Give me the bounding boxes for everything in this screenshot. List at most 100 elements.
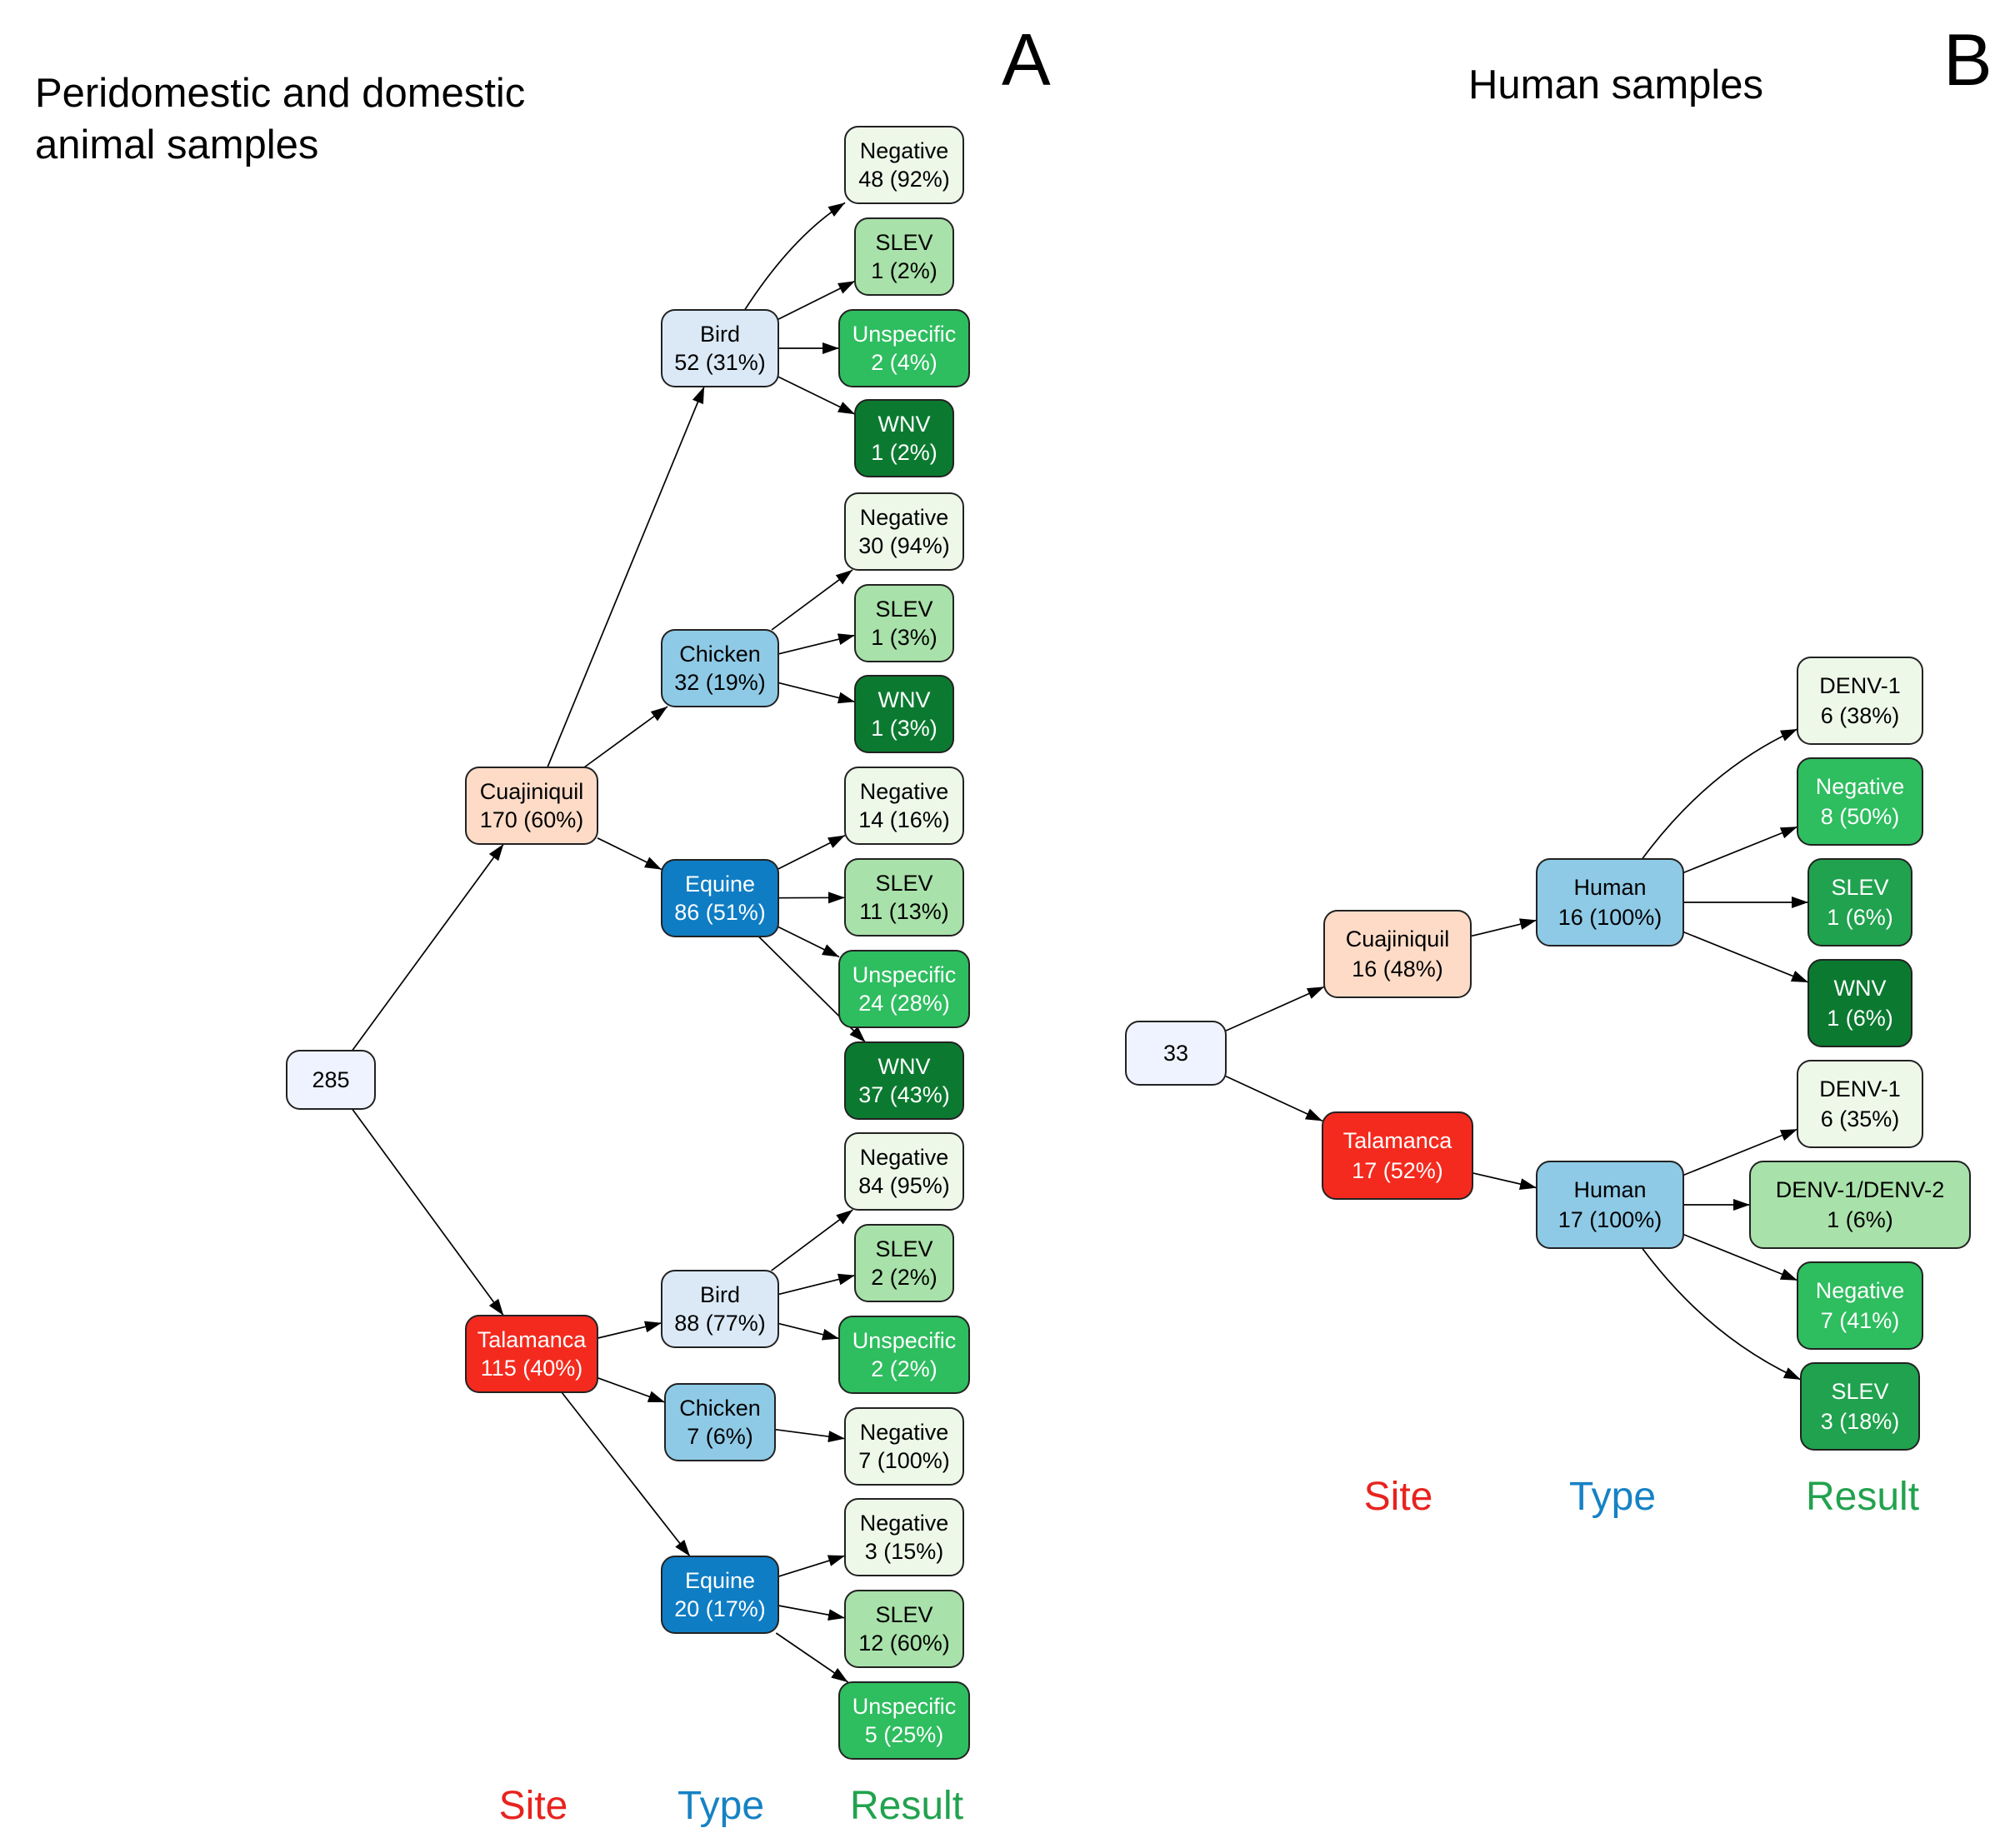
node-box-a-te-neg: [844, 1498, 964, 1576]
node-label-a-c-bird-1: 52 (31%): [674, 350, 766, 375]
node-box-a-tb-slev: [854, 1224, 954, 1302]
node-label-a-tb-unsp-1: 2 (2%): [871, 1356, 938, 1381]
panel-b-legend: Site Type Result: [1364, 1475, 1919, 1519]
node-label-b-cuaj-1: 16 (48%): [1352, 956, 1443, 981]
node-box-b-c-wnv: [1808, 959, 1912, 1047]
edge-a-t-bird-to-a-tb-slev: [778, 1273, 856, 1296]
node-label-a-ce-unsp-0: Unspecific: [852, 962, 957, 987]
node-label-a-te-unsp-1: 5 (25%): [865, 1722, 944, 1747]
edge-a-c-bird-to-a-cb-neg: [743, 202, 846, 311]
node-label-a-c-equine-0: Equine: [685, 872, 755, 897]
edge-b-root-to-b-tala: [1225, 1075, 1323, 1122]
node-label-a-t-chicken-1: 7 (6%): [687, 1424, 753, 1449]
node-label-b-c-human-0: Human: [1573, 875, 1646, 900]
node-a-ce-slev: SLEV 11 (13%): [844, 858, 964, 936]
node-label-a-ce-slev-1: 11 (13%): [859, 899, 949, 924]
node-label-a-cc-wnv-1: 1 (3%): [871, 716, 938, 741]
node-label-a-cc-slev-0: SLEV: [875, 597, 932, 622]
node-box-a-ce-neg: [844, 767, 964, 845]
node-box-b-c-human: [1536, 858, 1684, 946]
node-box-b-c-denv1: [1797, 657, 1923, 745]
node-a-tala: Talamanca 115 (40%): [465, 1315, 598, 1393]
edge-a-c-bird-to-a-cb-slev: [778, 280, 856, 320]
node-label-b-c-slev-1: 1 (6%): [1827, 905, 1893, 930]
node-label-a-ce-slev-0: SLEV: [875, 871, 932, 896]
node-label-a-cuaj-0: Cuajiniquil: [480, 779, 584, 804]
node-box-b-root: [1125, 1021, 1227, 1086]
edge-b-c-human-to-b-c-neg: [1682, 826, 1798, 874]
edge-b-t-human-to-b-t-denv1: [1682, 1128, 1798, 1176]
node-label-b-tala-1: 17 (52%): [1352, 1158, 1443, 1183]
node-label-b-c-neg-0: Negative: [1816, 774, 1905, 799]
node-label-a-cb-wnv-1: 1 (2%): [871, 440, 938, 465]
node-box-a-ce-slev: [844, 858, 964, 936]
edge-a-tala-to-a-t-equine: [561, 1391, 691, 1557]
node-box-b-t-denv12: [1749, 1161, 1971, 1249]
node-label-a-te-neg-0: Negative: [860, 1511, 949, 1536]
node-label-b-t-neg-1: 7 (41%): [1821, 1308, 1900, 1333]
node-box-a-tc-neg: [844, 1407, 964, 1486]
edge-a-cuaj-to-a-c-bird: [547, 386, 705, 768]
node-box-b-t-neg: [1797, 1261, 1923, 1350]
node-box-a-te-slev: [844, 1590, 964, 1668]
node-label-a-te-unsp-0: Unspecific: [852, 1694, 957, 1719]
node-label-a-tala-1: 115 (40%): [481, 1356, 583, 1381]
node-box-a-cb-neg: [844, 126, 964, 204]
panel-a-header: Peridomestic and domestic animal samples…: [35, 18, 1051, 167]
edge-a-t-bird-to-a-tb-neg: [771, 1209, 853, 1271]
node-label-a-cuaj-1: 170 (60%): [480, 807, 584, 832]
legend-b-site: Site: [1364, 1475, 1433, 1519]
node-label-a-cc-neg-0: Negative: [860, 505, 949, 530]
node-label-a-ce-wnv-1: 37 (43%): [858, 1082, 950, 1107]
node-label-b-c-wnv-0: WNV: [1834, 976, 1887, 1001]
node-label-a-te-slev-1: 12 (60%): [858, 1631, 950, 1656]
node-label-a-tala-0: Talamanca: [478, 1327, 588, 1352]
node-label-a-cb-slev-0: SLEV: [875, 230, 932, 255]
node-box-b-c-neg: [1797, 757, 1923, 846]
node-label-a-cc-neg-1: 30 (94%): [858, 533, 950, 558]
node-box-b-t-human: [1536, 1161, 1684, 1249]
node-label-a-cb-unsp-1: 2 (4%): [871, 350, 938, 375]
node-b-t-denv12: DENV-1/DENV-21 (6%): [1749, 1161, 1971, 1249]
edge-a-c-chicken-to-a-cc-wnv: [778, 682, 856, 704]
node-label-a-tc-neg-1: 7 (100%): [858, 1448, 950, 1473]
edge-a-c-chicken-to-a-cc-neg: [771, 569, 853, 631]
edge-a-t-equine-to-a-te-neg: [778, 1555, 846, 1577]
legend-a-site: Site: [499, 1784, 568, 1828]
edge-a-c-equine-to-a-ce-unsp: [778, 926, 840, 958]
node-a-cuaj: Cuajiniquil 170 (60%): [465, 767, 598, 845]
node-a-cc-neg: Negative 30 (94%): [844, 492, 964, 571]
node-label-a-t-equine-1: 20 (17%): [674, 1596, 766, 1621]
edge-b-tala-to-b-t-human: [1472, 1171, 1538, 1190]
node-label-b-c-neg-1: 8 (50%): [1821, 804, 1900, 829]
edge-a-c-chicken-to-a-cc-slev: [778, 633, 856, 655]
edges-layer: [351, 202, 1809, 1683]
node-label-b-t-denv12-0: DENV-1/DENV-2: [1776, 1177, 1945, 1202]
legend-b-result: Result: [1806, 1475, 1919, 1519]
edge-a-c-bird-to-a-cb-wnv: [778, 376, 856, 415]
panel-b-letter: B: [1943, 18, 1992, 101]
node-label-a-tb-slev-0: SLEV: [875, 1236, 932, 1261]
panel-b-header: Human samples B: [1468, 18, 1992, 107]
node-label-a-c-chicken-1: 32 (19%): [674, 670, 766, 695]
node-box-a-cb-wnv: [854, 399, 954, 477]
node-label-a-ce-wnv-0: WNV: [878, 1054, 931, 1079]
node-box-b-t-slev: [1800, 1362, 1920, 1451]
